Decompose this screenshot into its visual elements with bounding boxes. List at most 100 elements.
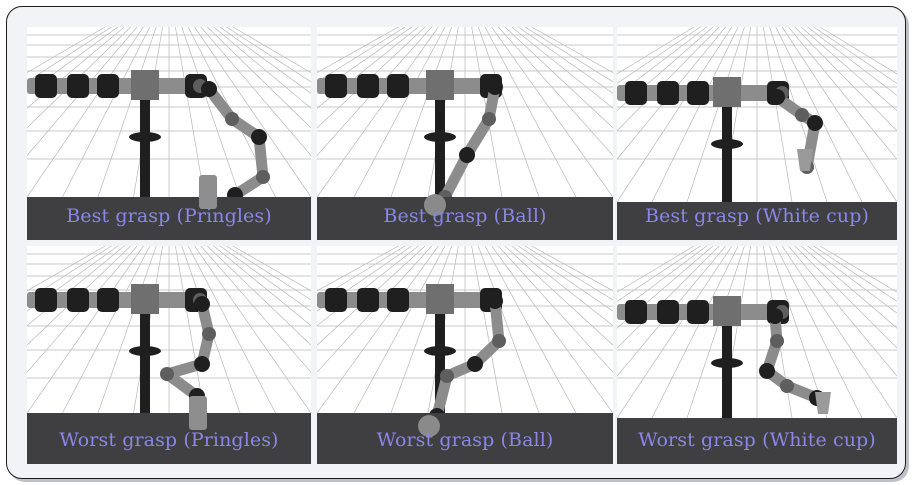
floor-grid [317,246,613,414]
pole-disc [711,358,743,368]
grid-line [651,246,739,419]
arm-joint [687,300,709,324]
pole-disc [711,139,743,149]
arm-joint [795,108,809,122]
arm-joint [467,356,483,372]
grid-line [219,27,311,94]
grid-line [317,27,412,94]
grid-line [317,27,426,129]
grid-line [317,246,432,373]
grid-line [617,27,714,112]
arm-joint [482,112,496,126]
grid-line [617,27,701,84]
grid-line [617,27,720,132]
grid-line [807,27,897,96]
arm-joint [225,112,239,126]
ball-object [424,194,446,216]
panel-worst-ball: Worst grasp (Ball) [317,246,613,464]
grid-line [213,246,311,327]
arm-joint [387,74,409,98]
grid-line [617,246,701,302]
grid-line [317,27,439,198]
robot-scene-image [27,246,311,464]
grid-line [819,246,897,293]
grid-line [504,27,613,129]
arm-joint [780,379,794,393]
grid-line [617,246,695,293]
floor-grid [317,27,613,198]
grid-line [390,27,453,198]
panel-worst-pringles: Worst grasp (Pringles) [27,246,311,464]
grid-line [617,27,707,96]
grid-line [491,246,613,414]
robot-scene-image [317,27,613,240]
grid-line [175,246,205,414]
grid-line [531,27,613,74]
arm-joint [657,81,679,105]
shoulder-block [131,284,159,314]
grid-line [232,27,311,74]
arm-joint [202,327,216,341]
arm-joint [769,89,785,105]
pole-disc [129,346,161,356]
arm-segment [431,294,505,422]
grid-line [317,27,399,74]
grid-line [617,246,720,349]
grid-line [317,246,439,414]
arm-joint [687,81,709,105]
grid-line [518,246,613,312]
grid-line [686,246,745,419]
grid-line [317,246,426,346]
grid-line [27,27,106,74]
robot-scene-image [617,246,897,464]
arm-joint [625,81,647,105]
grid-line [27,246,119,312]
grid-line [390,246,453,414]
floor-grid [617,27,897,203]
grid-line [498,246,613,373]
grid-line [226,246,311,301]
grid-line [27,27,119,94]
cup-object [815,392,831,414]
grid-line [800,27,897,112]
arm-joint [325,74,347,98]
grid-line [775,246,863,419]
grid-line [477,246,540,414]
arm-joint [767,308,783,324]
table-surface [27,197,311,240]
arm-joint [492,334,506,348]
grid-line [775,27,863,203]
arm-joint [625,300,647,324]
table-surface [317,413,613,464]
arm-joint [35,288,57,312]
arm-joint [97,74,119,98]
pringles-object [199,175,217,209]
arm-joint [387,288,409,312]
arm-joint [35,74,57,98]
arm-joint [759,363,775,379]
grid-line [62,246,151,414]
grid-line [524,246,613,301]
grid-line [62,27,151,198]
grid-line [800,246,897,329]
pole-disc [424,346,456,356]
grid-line [769,246,828,419]
arm-joint [440,369,454,383]
arm-joint [194,356,210,372]
robot-pole [435,92,445,197]
robot-pole [140,306,150,413]
grid-line [317,246,419,327]
grid-line [207,27,311,129]
panel-best-white-cup: Best grasp (White cup) [617,27,897,240]
grid-line [27,27,131,129]
arm-joint [256,170,270,184]
panel-best-ball: Best grasp (Ball) [317,27,613,240]
arm-joint [160,367,174,381]
robot-scene-image [617,27,897,240]
grid-line [819,27,897,75]
arm-joint [97,288,119,312]
arm-joint [487,293,503,309]
grid-line [27,246,131,346]
grid-line [794,246,897,349]
arm-joint [201,81,217,97]
